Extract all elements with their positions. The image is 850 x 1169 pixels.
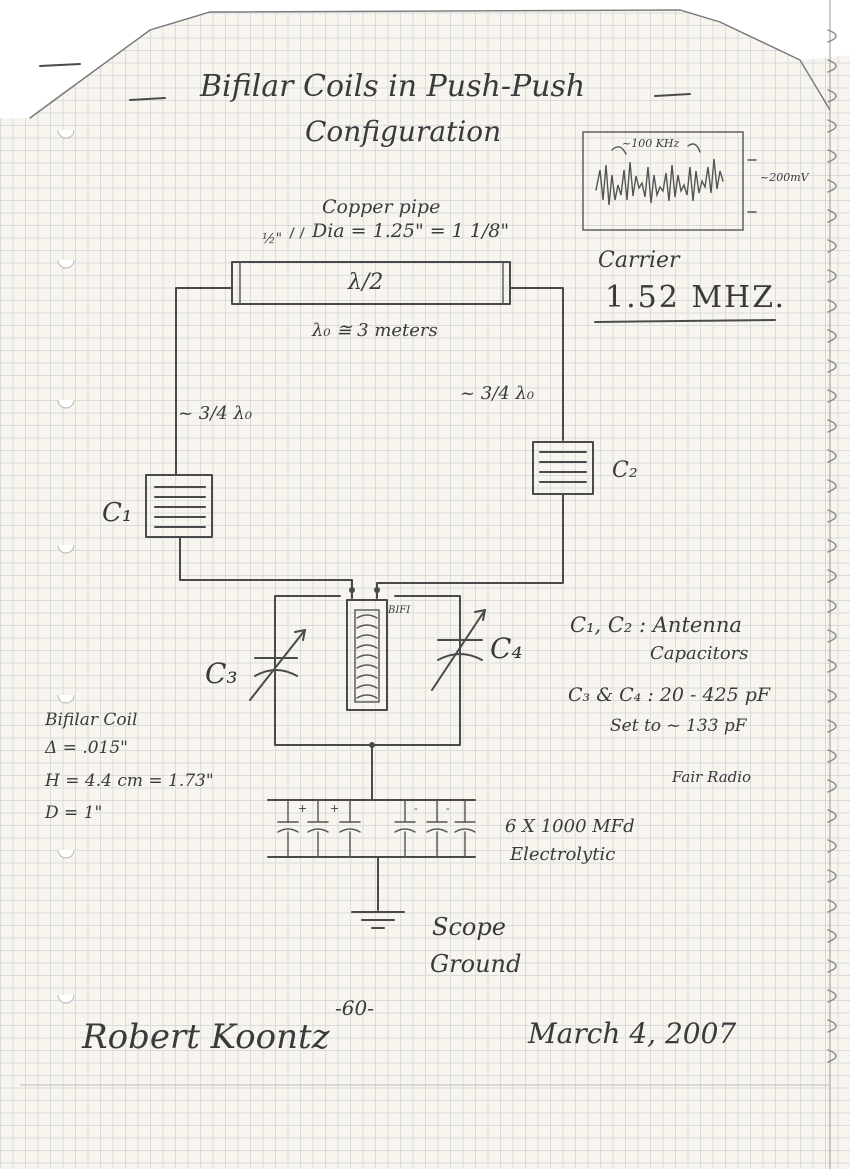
bifilar-title: Bifilar Coil (45, 710, 138, 730)
bank-minus-1: - (414, 802, 418, 815)
note-tuning-2: Set to ~ 133 pF (610, 716, 747, 736)
note-antenna-1: C₁, C₂ : Antenna (570, 613, 742, 637)
spiral-binding (827, 29, 837, 1063)
junction-left (349, 587, 355, 593)
ground-label-1: Scope (432, 913, 506, 941)
c3-label: C₃ (205, 657, 238, 690)
electrolytic-bank (277, 799, 476, 858)
c2-capacitor (532, 441, 594, 495)
title-line-1: Bifilar Coils in Push-Push (200, 69, 586, 104)
corner-dash (39, 63, 81, 67)
bifilar-coil (346, 599, 388, 711)
date: March 4, 2007 (528, 1017, 737, 1050)
c1-capacitor (145, 474, 213, 538)
right-lower-wire (376, 493, 564, 599)
copper-pipe (231, 261, 511, 305)
pipe-dia-marker-label: ½" (262, 231, 283, 247)
c2-label: C₂ (612, 458, 638, 483)
right-antenna-wire (509, 287, 564, 441)
torn-page-edge (0, 0, 850, 118)
carrier-label: Carrier (598, 248, 680, 273)
carrier-underline (594, 319, 776, 323)
scope-freq-ticks (611, 143, 701, 155)
bifilar-height: H = 4.4 cm = 1.73" (45, 771, 214, 791)
bifilar-diameter: D = 1" (45, 803, 103, 823)
scope-freq-label: ~100 KHz (622, 137, 680, 150)
bank-minus-2: - (446, 802, 450, 815)
left-leg-label: ~ 3/4 λ₀ (178, 403, 253, 424)
scope-waveform (595, 158, 724, 206)
coil-label: BIFI (388, 605, 411, 616)
bank-plus-1: + (298, 802, 308, 815)
junction-right (374, 587, 380, 593)
carrier-value: 1.52 MHZ. (605, 280, 787, 315)
wavelength-note: λ₀ ≅ 3 meters (312, 320, 438, 341)
title-line-2: Configuration (305, 115, 502, 148)
c4-label: C₄ (490, 632, 523, 665)
bifilar-spacing: Δ = .015" (45, 738, 128, 758)
scope-trace-box (582, 131, 744, 231)
left-lower-wire (179, 536, 353, 599)
bank-label-1: 6 X 1000 MFd (505, 816, 635, 837)
note-antenna-2: Capacitors (650, 643, 749, 664)
c4-variable-capacitor (431, 609, 486, 691)
scope-amp-label: ~200mV (760, 171, 809, 184)
title-dash-left (129, 97, 166, 101)
page-number: -60- (335, 996, 374, 1020)
title-dash-right (654, 93, 691, 97)
pipe-label-2: Dia = 1.25" = 1 1/8" (312, 220, 510, 242)
note-tuning-1: C₃ & C₄ : 20 - 425 pF (568, 684, 771, 706)
binder-holes (57, 129, 75, 1004)
pipe-end-lines (239, 261, 504, 305)
pipe-dia-marker (289, 227, 305, 239)
page-fold-edge (29, 9, 831, 119)
c1-label: C₁ (102, 498, 133, 528)
right-leg-label: ~ 3/4 λ₀ (460, 383, 535, 404)
ground-label-2: Ground (430, 950, 522, 978)
signature: Robert Koontz (82, 1017, 330, 1057)
pipe-label-1: Copper pipe (322, 196, 441, 218)
bank-plus-2: + (330, 802, 340, 815)
left-antenna-wire (175, 287, 233, 476)
bank-label-2: Electrolytic (510, 844, 616, 865)
c3-variable-capacitor (249, 629, 306, 701)
tuning-loop-wire (274, 595, 461, 746)
pipe-inner-label: λ/2 (348, 270, 384, 295)
note-tuning-3: Fair Radio (672, 768, 752, 786)
